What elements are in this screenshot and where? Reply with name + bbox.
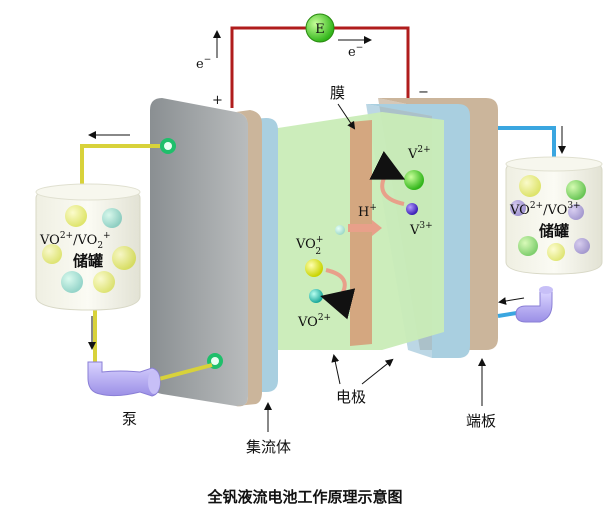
left-storage-tank: VO2+/VO2+ 储罐 [35,183,141,311]
svg-text:电极: 电极 [336,388,366,406]
svg-text:膜: 膜 [330,84,345,102]
svg-text:泵: 泵 [122,410,137,428]
right-tank-label: 储罐 [539,222,569,240]
h-ion [335,225,345,235]
reduction-arrow [369,150,406,206]
svg-text:e−: e− [196,55,211,72]
cell-species: V2+ V3+ H+ VO+2 VO2+ [295,145,433,330]
v2-ion [404,170,424,190]
membrane [350,120,372,346]
v2-label: V2+ [407,145,431,162]
v3-label: V3+ [409,221,433,238]
right-tank-species: VO2+/VO3+ [509,201,581,218]
right-pump [515,286,553,323]
proton-arrow [348,220,382,236]
diagram-caption: 全钒液流电池工作原理示意图 [206,488,402,506]
left-bottom-port [207,353,223,369]
svg-text:e−: e− [348,43,363,60]
left-tank-species: VO2+/VO2+ [39,231,111,251]
svg-text:端板: 端板 [466,412,496,430]
vo2plus-ion [305,259,323,277]
right-storage-tank: VO2+/VO3+ 储罐 [505,156,603,275]
label-collector: 集流体 [246,402,291,456]
electron-flow-right: e− [338,36,372,60]
electron-left-label: e [196,57,204,72]
vo2plus2-ion [309,289,323,303]
minus-sign: − [418,85,429,100]
electron-left-sign: − [204,55,212,65]
v3-ion [406,203,418,215]
electron-right-label: e [348,45,356,60]
label-pump: 泵 [122,410,137,428]
left-top-port [160,138,176,154]
label-end-plate: 端板 [466,358,496,430]
oxidation-arrow [320,268,356,320]
left-pump [87,361,161,397]
power-source-label: E [315,22,325,37]
svg-text:集流体: 集流体 [246,438,291,456]
left-tank-label: 储罐 [73,252,103,270]
label-membrane: 膜 [330,84,356,130]
vo2plus-label: VO+2 [295,235,323,257]
plus-sign: + [212,93,223,108]
left-end-plate [150,98,262,407]
h-label: H+ [358,203,377,220]
electron-flow-left: e− [196,30,221,72]
external-circuit [230,26,410,110]
power-source: E [305,13,335,43]
electron-right-sign: − [356,43,364,53]
label-electrode: 电极 [331,354,394,406]
